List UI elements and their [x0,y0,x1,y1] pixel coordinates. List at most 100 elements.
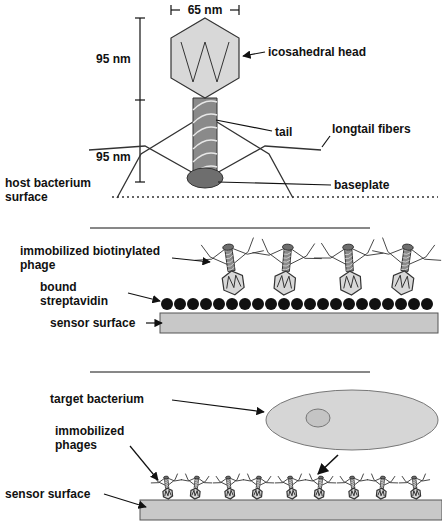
icosahedral-head [287,488,297,500]
tail-helix [403,251,411,255]
tail-fiber [198,475,209,486]
tail-helix [402,263,410,267]
tail-helix [289,483,292,485]
tail-fiber [260,239,285,264]
part-label: baseplate [334,178,424,192]
tail-helix [284,252,291,255]
dimension-tick [170,5,171,15]
tail-fiber [278,475,289,486]
phages [89,18,442,501]
tail-fiber [308,474,319,485]
streptavidin [278,298,290,310]
sensor-surface [140,500,442,520]
tail-fiber [402,475,413,486]
leader-arrow [243,52,265,56]
streptavidin [343,298,355,310]
tail-helix [195,483,198,485]
tail-helix [381,481,384,483]
baseplate [380,476,385,479]
tail-fiber [351,246,383,257]
head-facets [277,275,292,288]
tail-fiber [353,474,364,485]
leader-line [216,120,272,131]
baseplate [163,476,168,479]
icosahedral-head [411,488,421,500]
tail-helix [289,480,292,482]
tail-helix [225,251,233,255]
icosahedral-head [252,488,262,500]
tail-helix [194,485,197,487]
phage [241,473,275,500]
head-facets [254,490,261,496]
tail-helix [413,485,416,487]
tail-fiber [231,238,257,264]
tail-helix [345,252,352,255]
icosahedral-head [349,488,359,500]
tail-helix [351,483,354,485]
tail-fiber [322,478,337,483]
streptavidin-row [161,298,433,310]
streptavidin [291,298,303,310]
phage [365,473,399,500]
baseplate [187,168,223,188]
baseplate [402,243,414,250]
icosahedral-head [171,18,239,98]
baseplate [411,476,416,479]
streptavidin [330,298,342,310]
baseplate [342,244,353,251]
tail-helix [195,480,198,482]
host-surface [112,196,438,198]
target-bacterium [266,390,438,450]
tail-fiber [409,249,442,262]
tail-helix [413,483,416,485]
tail-helix [165,483,168,485]
tail-fiber [379,238,405,264]
leader-line [218,182,331,185]
tail-helix [165,481,168,483]
tail-helix [227,263,235,267]
tail-fiber [384,475,395,486]
streptavidin [187,298,199,310]
tail-helix [165,480,168,482]
tail-fiber [89,146,195,174]
leader-arrow [130,446,158,480]
tail-fiber [415,474,426,485]
part-label: sensor surface [50,316,146,330]
dimension-line [171,9,180,10]
head-facets [395,275,411,289]
baseplate [318,476,323,479]
head-facets [412,490,419,496]
part-label: host bacterium surface [5,176,107,204]
streptavidin [213,298,225,310]
streptavidin [408,298,420,310]
tail-helix [256,485,259,487]
phage [303,473,337,500]
icosahedral-head [163,488,173,500]
tail-fiber [167,476,182,481]
part-label: bound streptavidin [40,280,128,308]
tail-fiber [184,474,195,485]
tail-fiber [290,242,315,267]
streptavidin [161,298,173,310]
streptavidin [304,298,316,310]
tail-sheath [193,98,217,178]
tail-helix [226,255,234,259]
part-label: icosahedral head [268,45,398,59]
dimension-label: 65 nm [181,3,229,17]
tail-fiber [201,242,227,268]
tail-helix [257,483,260,485]
tail-fiber [229,476,244,481]
streptavidin [356,298,368,310]
part-label: sensor surface [5,487,104,501]
streptavidin [226,298,238,310]
leaders [104,52,338,507]
icosahedral-head [376,488,386,500]
tail-helix [319,480,322,482]
head-facets [343,275,358,288]
tail-helix [319,483,322,485]
streptavidin [421,298,433,310]
tail-helix [227,485,230,487]
dimension-label: 95 nm [96,52,136,66]
phage [336,473,370,500]
tail-fiber [260,478,275,483]
